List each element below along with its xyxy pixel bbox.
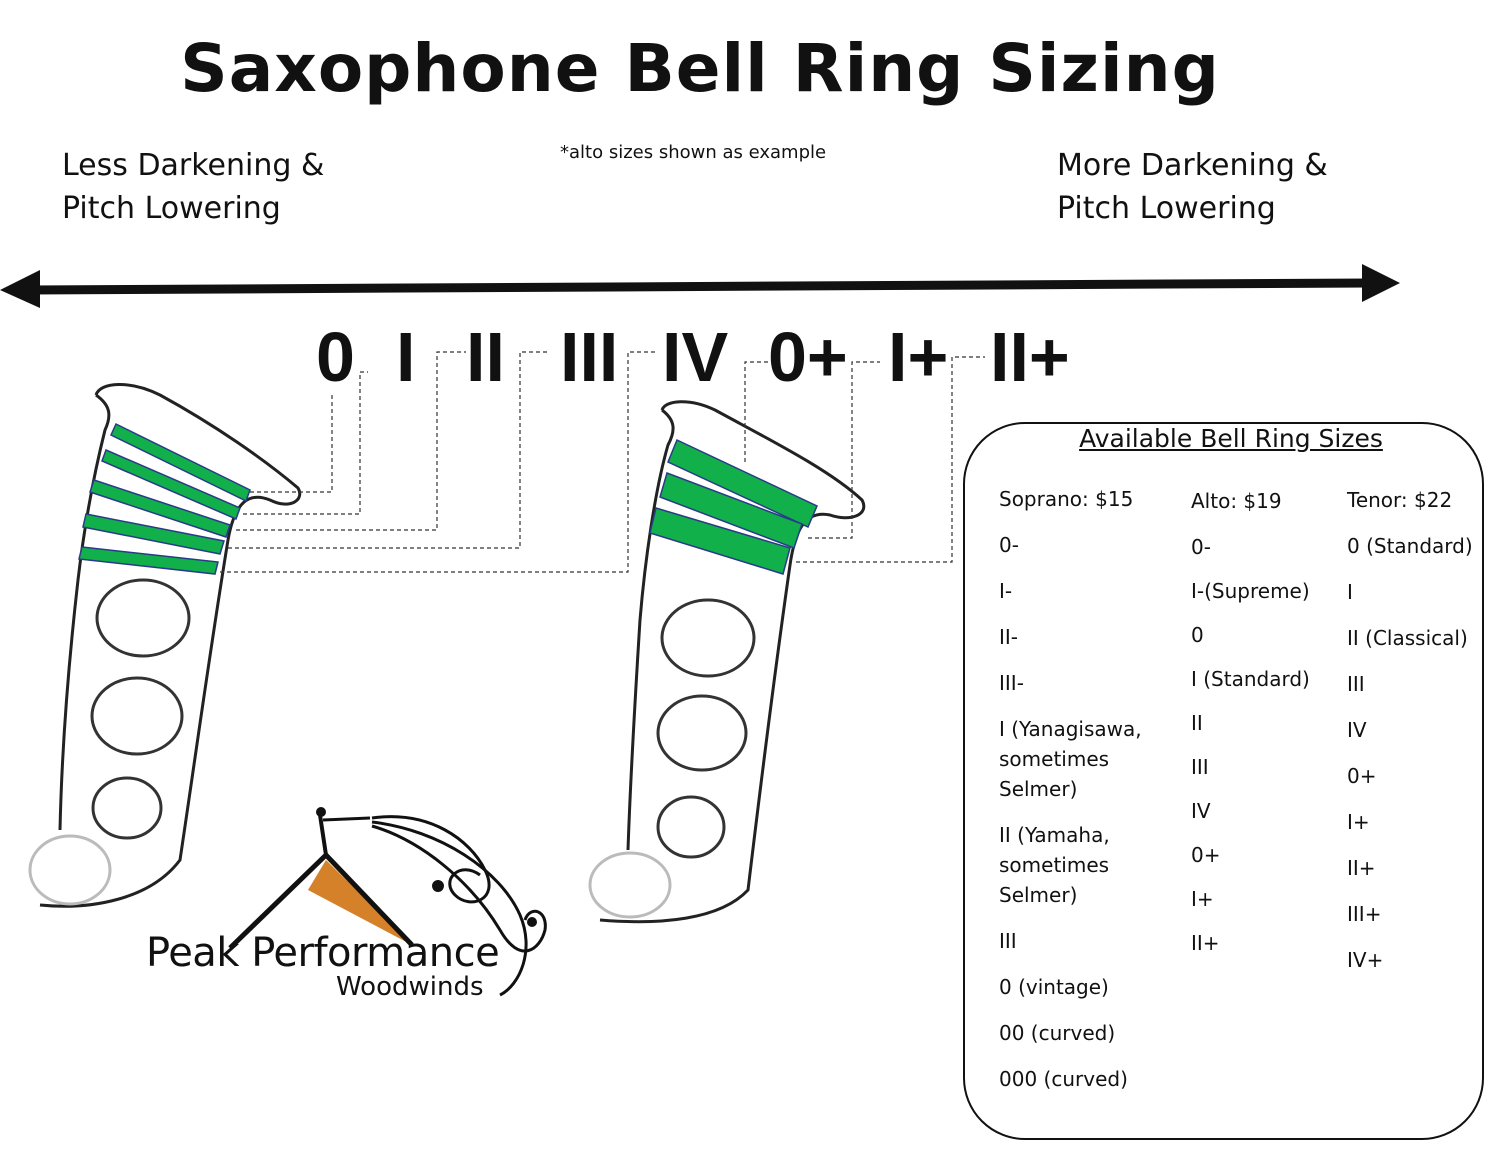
tenor-size: IV+ <box>1347 948 1384 972</box>
alto-size: 0- <box>1191 535 1211 559</box>
soprano-size: sometimes <box>999 853 1110 877</box>
size-label-II-plus: II+ <box>990 318 1070 396</box>
alto-size: II+ <box>1191 931 1220 955</box>
soprano-size: 00 (curved) <box>999 1021 1116 1045</box>
ring-0-plus <box>667 438 818 529</box>
soprano-size: 0 (vintage) <box>999 975 1109 999</box>
size-label-I-plus: I+ <box>888 318 949 396</box>
soprano-size: sometimes <box>999 747 1110 771</box>
tenor-header: Tenor: $22 <box>1347 488 1453 512</box>
tenor-size: 0+ <box>1347 764 1377 788</box>
darkening-scale-arrow <box>0 264 1400 308</box>
size-label-0: 0 <box>316 318 355 396</box>
ring-II <box>89 479 231 538</box>
more-darkening-caption: More Darkening & Pitch Lowering <box>1057 144 1328 230</box>
ring-II-plus <box>649 507 791 575</box>
soprano-size: 000 (curved) <box>999 1067 1128 1091</box>
logo-graphic <box>228 807 547 997</box>
ring-IV <box>78 546 219 575</box>
alto-size: I+ <box>1191 887 1214 911</box>
soprano-size: Selmer) <box>999 777 1078 801</box>
leader-lines <box>220 351 985 573</box>
tenor-size: I+ <box>1347 810 1370 834</box>
ring-III <box>82 513 225 555</box>
size-label-II: II <box>466 318 505 396</box>
alto-header: Alto: $19 <box>1191 489 1282 513</box>
tenor-size: III+ <box>1347 902 1382 926</box>
size-label-IV: IV <box>662 318 729 396</box>
alto-size: IV <box>1191 799 1211 823</box>
right-bell-rings <box>649 438 818 575</box>
alto-size: 0 <box>1191 623 1204 647</box>
more-darkening-line-2: Pitch Lowering <box>1057 191 1276 226</box>
available-sizes-panel <box>963 422 1484 1140</box>
tenor-size: I <box>1347 580 1353 604</box>
size-label-0-plus: 0+ <box>768 318 848 396</box>
left-bell-tone-holes <box>28 578 191 906</box>
ring-I <box>101 448 241 521</box>
logo-mountain-accent <box>308 860 412 945</box>
alto-size: I-(Supreme) <box>1191 579 1310 603</box>
more-darkening-line-1: More Darkening & <box>1057 148 1328 183</box>
page-title: Saxophone Bell Ring Sizing <box>180 30 1220 107</box>
left-bell-rings <box>78 422 251 575</box>
right-bell-tone-holes <box>588 598 756 919</box>
soprano-size: II (Yamaha, <box>999 823 1110 847</box>
tenor-size: 0 (Standard) <box>1347 534 1473 558</box>
tenor-size: II (Classical) <box>1347 626 1468 650</box>
tenor-size: III <box>1347 672 1365 696</box>
soprano-size: I (Yanagisawa, <box>999 717 1142 741</box>
soprano-size: Selmer) <box>999 883 1078 907</box>
ring-I-plus <box>659 472 803 549</box>
logo-brand-name: Peak Performance <box>146 930 500 976</box>
alto-size: I (Standard) <box>1191 667 1310 691</box>
size-label-III: III <box>560 318 619 396</box>
panel-title: Available Bell Ring Sizes <box>1079 424 1383 453</box>
alto-size: II <box>1191 711 1203 735</box>
less-darkening-caption: Less Darkening & Pitch Lowering <box>62 144 324 230</box>
alto-size: III <box>1191 755 1209 779</box>
logo-brand-sub: Woodwinds <box>336 972 484 1002</box>
less-darkening-line-2: Pitch Lowering <box>62 191 281 226</box>
soprano-size: 0- <box>999 533 1019 557</box>
soprano-size: II- <box>999 625 1019 649</box>
size-label-I: I <box>396 318 416 396</box>
less-darkening-line-1: Less Darkening & <box>62 148 325 183</box>
alto-size: 0+ <box>1191 843 1221 867</box>
example-note: *alto sizes shown as example <box>560 142 827 163</box>
soprano-size: I- <box>999 579 1013 603</box>
soprano-header: Soprano: $15 <box>999 487 1134 511</box>
tenor-size: IV <box>1347 718 1367 742</box>
soprano-size: III <box>999 929 1017 953</box>
soprano-size: III- <box>999 671 1024 695</box>
tenor-size: II+ <box>1347 856 1376 880</box>
ring-0 <box>110 422 251 503</box>
